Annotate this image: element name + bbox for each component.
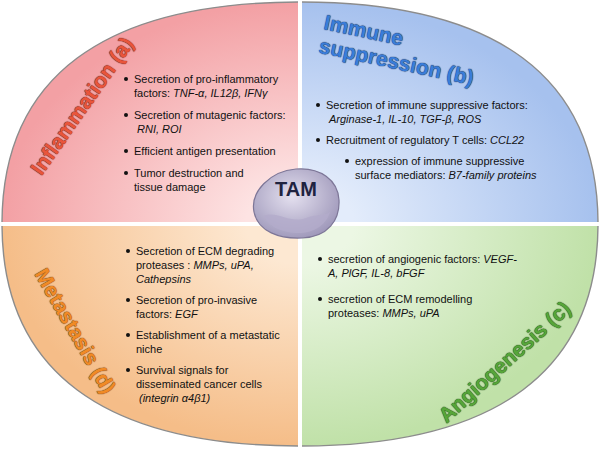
- cell-label: TAM: [275, 178, 317, 200]
- bullet-text: Survival signals for disseminated cancer…: [136, 364, 262, 390]
- quadrant-fill: [2, 226, 298, 446]
- bullet-dot: [126, 368, 130, 372]
- bullet-dot: [318, 257, 322, 261]
- bullet-dot: [126, 333, 130, 337]
- cell-nucleus: [264, 212, 330, 233]
- bullet-item: Secretion of pro-invasive factors:EGF: [126, 293, 296, 321]
- quadrant-panel: Metastasis (d)Secretion of ECM degrading…: [0, 226, 298, 450]
- cell-node: TAM: [250, 166, 342, 240]
- bullet-item: secretion of angiogenic factors:VEGF-A, …: [318, 252, 518, 280]
- bullet-dot: [126, 298, 130, 302]
- bullet-item: Secretion of immune suppressive factors:…: [316, 98, 538, 126]
- cell-label-box: TAM: [250, 178, 342, 200]
- bullet-item: Recruitment of regulatory T cells:CCL22: [316, 133, 541, 147]
- quadrant-panel: Inflammation (a)Secretion of pro-inflamm…: [0, 0, 298, 222]
- bullet-item: expression of immune suppressive surface…: [345, 154, 560, 182]
- quadrant-fill: [2, 2, 298, 222]
- bullet-text: Tumor destruction and tissue damage: [134, 167, 244, 193]
- bullet-text: Secretion of immune suppressive factors:: [326, 99, 528, 111]
- bullet-dot: [124, 77, 128, 81]
- bullet-text: Efficient antigen presentation: [134, 145, 276, 157]
- cell-body: [253, 169, 339, 238]
- bullet-dot: [316, 103, 320, 107]
- bullet-item: Survival signals for disseminated cancer…: [126, 363, 296, 405]
- quadrant-fill: [302, 226, 598, 446]
- bullet-dot: [124, 171, 128, 175]
- factor-list: RNI, ROI: [137, 123, 182, 135]
- bullet-item: secretion of ECM remodelling proteases:M…: [318, 292, 518, 320]
- bullet-item: Tumor destruction and tissue damage: [124, 166, 248, 194]
- factor-list: MMPs, uPA: [382, 307, 439, 319]
- quadrant-panel: Angiogenesis (c)secretion of angiogenic …: [302, 226, 600, 450]
- bullet-item: Secretion of mutagenic factors: RNI, ROI: [124, 108, 292, 136]
- bullet-dot: [124, 113, 128, 117]
- bullet-item: Secretion of ECM degrading proteases :MM…: [126, 244, 296, 286]
- bullet-dot: [126, 249, 130, 253]
- bullet-item: Secretion of pro-inflammatory factors:TN…: [124, 72, 292, 100]
- bullet-item: Establishment of a metastatic niche: [126, 328, 296, 356]
- bullet-dot: [318, 297, 322, 301]
- bullet-dot: [124, 149, 128, 153]
- quadrant-fill: [302, 2, 598, 222]
- factor-list: B7-family proteins: [448, 169, 536, 181]
- bullet-text: Secretion of mutagenic factors:: [134, 109, 286, 121]
- factor-list: EGF: [175, 308, 198, 320]
- bullet-dot: [345, 159, 349, 163]
- bullet-dot: [316, 138, 320, 142]
- bullet-text: secretion of angiogenic factors:: [328, 253, 480, 265]
- factor-list: (integrin α4β1): [139, 392, 210, 404]
- bullet-item: Efficient antigen presentation: [124, 144, 292, 158]
- factor-list: Arginase-1, IL-10, TGF-β, ROS: [329, 113, 481, 125]
- cell-shape: [250, 166, 342, 240]
- bullet-text: Establishment of a metastatic niche: [136, 329, 280, 355]
- quadrant-panel: Immune suppression (b)Secretion of immun…: [302, 0, 600, 222]
- factor-list: CCL22: [490, 134, 524, 146]
- bullet-text: Recruitment of regulatory T cells:: [326, 134, 487, 146]
- factor-list: TNF-α, IL12β, IFNγ: [173, 87, 267, 99]
